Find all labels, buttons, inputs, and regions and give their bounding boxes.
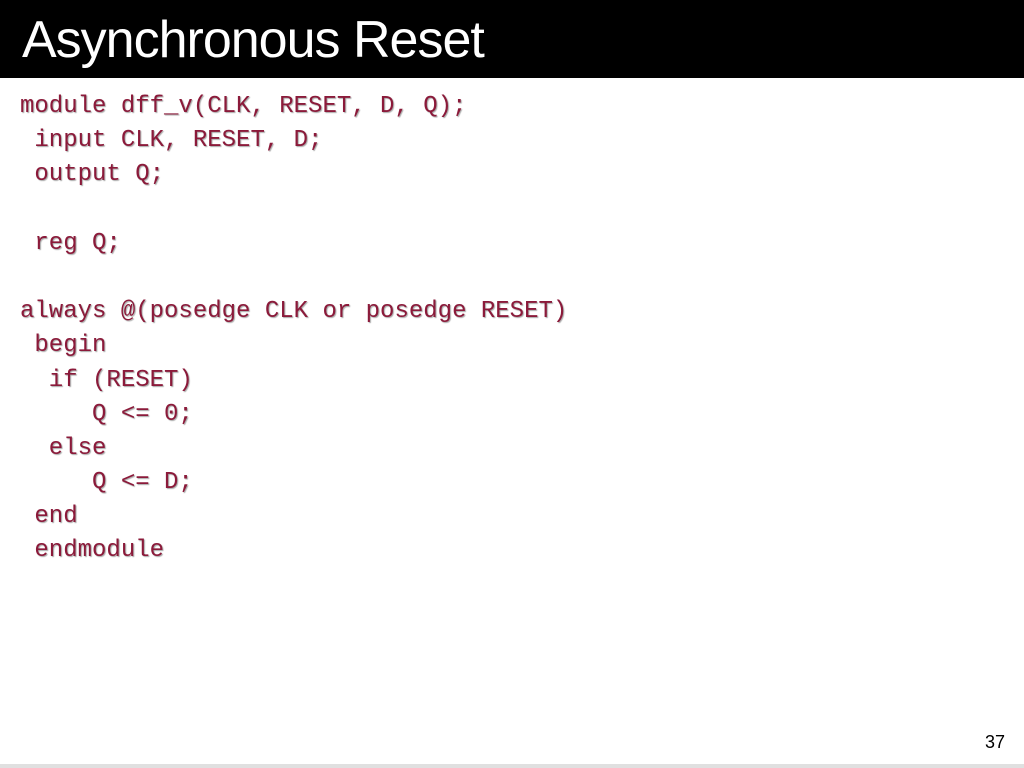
code-line: output Q; — [20, 161, 165, 189]
code-line: endmodule — [20, 537, 165, 565]
code-line: else — [20, 434, 107, 462]
code-line: if (RESET) — [20, 366, 193, 394]
slide-title: Asynchronous Reset — [22, 11, 485, 69]
code-line: input CLK, RESET, D; — [20, 127, 323, 155]
code-line: reg Q; — [20, 229, 121, 257]
title-bar: Asynchronous Reset — [0, 0, 1024, 78]
code-line: end — [20, 503, 78, 531]
code-line: begin — [20, 332, 107, 360]
code-line: Q <= D; — [20, 469, 193, 497]
page-number: 37 — [984, 732, 1005, 752]
code-line: Q <= 0; — [20, 400, 193, 428]
bottom-divider — [0, 764, 1024, 768]
code-block: module dff_v(CLK, RESET, D, Q); input CL… — [20, 90, 567, 569]
code-line — [20, 193, 567, 227]
code-line: module dff_v(CLK, RESET, D, Q); — [20, 93, 467, 120]
code-line — [20, 261, 567, 295]
code-line: always @(posedge CLK or posedge RESET) — [20, 298, 568, 326]
